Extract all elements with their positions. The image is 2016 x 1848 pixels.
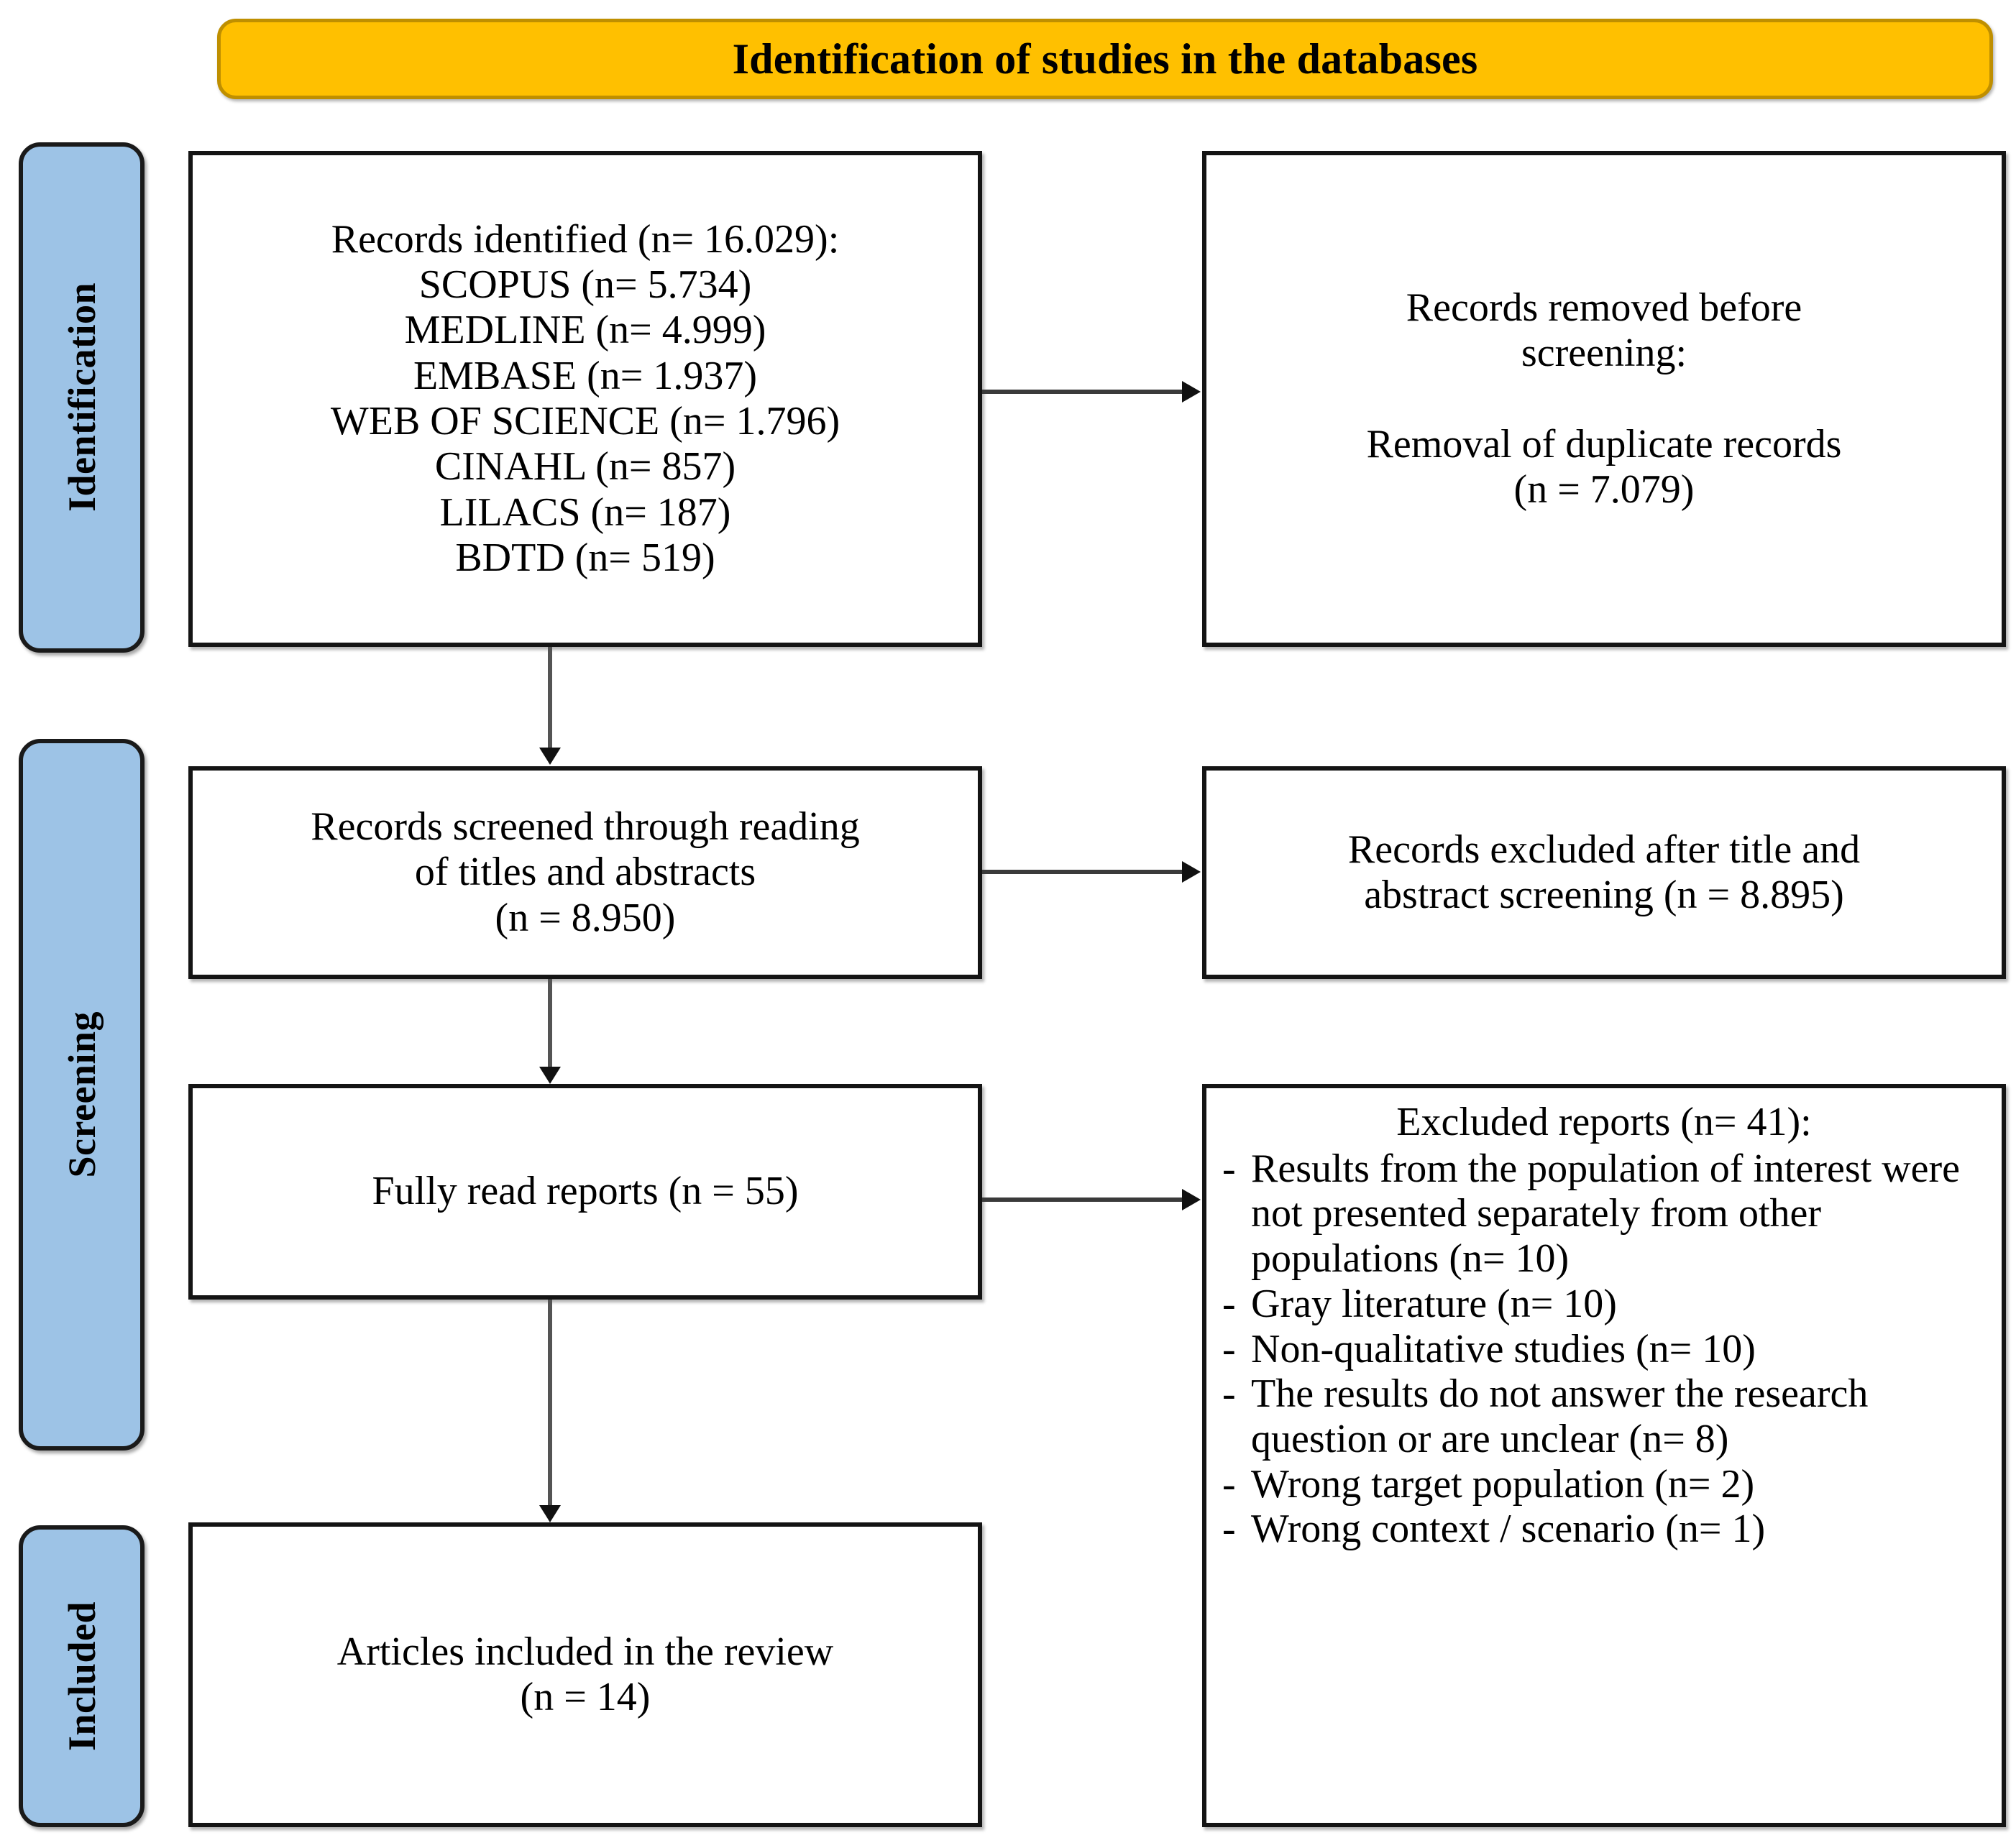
stage-label-identification: Identification — [60, 282, 104, 512]
box-records-removed: Records removed before screening: Remova… — [1202, 151, 2006, 647]
arrowhead-fullyread-to-excludedreports — [1182, 1189, 1201, 1210]
excluded-reason-text: Wrong target population (n= 2) — [1251, 1461, 1755, 1507]
banner-title: Identification of studies in the databas… — [732, 35, 1478, 83]
records-removed-text: Records removed before screening: Remova… — [1366, 285, 1842, 512]
bullet-dash-icon: - — [1222, 1461, 1236, 1507]
excluded-reason-item: - Results from the population of interes… — [1222, 1146, 1986, 1282]
bullet-dash-icon: - — [1222, 1146, 1236, 1191]
connector-fullyread-to-included — [548, 1300, 552, 1505]
bullet-dash-icon: - — [1222, 1281, 1236, 1326]
excluded-reason-item: - Wrong target population (n= 2) — [1222, 1462, 1986, 1507]
stage-label-screening: Screening — [60, 1011, 104, 1178]
fully-read-reports-text: Fully read reports (n = 55) — [372, 1169, 799, 1214]
excluded-reports-list: Excluded reports (n= 41): - Results from… — [1206, 1088, 2002, 1552]
records-excluded-title-abstract-text: Records excluded after title and abstrac… — [1347, 827, 1861, 917]
box-fully-read-reports: Fully read reports (n = 55) — [188, 1084, 982, 1300]
connector-screened-to-fullyread — [548, 979, 552, 1067]
connector-identified-to-removed — [982, 390, 1182, 394]
stage-rail-screening: Screening — [19, 739, 145, 1451]
excluded-reason-text: Results from the population of interest … — [1251, 1146, 1960, 1282]
box-records-identified: Records identified (n= 16.029): SCOPUS (… — [188, 151, 982, 647]
excluded-reason-text: Non-qualitative studies (n= 10) — [1251, 1326, 1756, 1371]
stage-rail-included: Included — [19, 1525, 145, 1827]
excluded-reason-text: The results do not answer the research q… — [1251, 1371, 1869, 1462]
records-identified-text: Records identified (n= 16.029): SCOPUS (… — [330, 216, 840, 580]
box-records-screened: Records screened through reading of titl… — [188, 766, 982, 979]
bullet-dash-icon: - — [1222, 1507, 1236, 1552]
records-screened-text: Records screened through reading of titl… — [311, 804, 860, 940]
arrowhead-identified-to-screened — [539, 748, 561, 765]
connector-fullyread-to-excludedreports — [982, 1197, 1182, 1202]
arrowhead-fullyread-to-included — [539, 1505, 561, 1522]
stage-rail-identification: Identification — [19, 142, 145, 653]
arrowhead-screened-to-excluded — [1182, 861, 1201, 883]
articles-included-text: Articles included in the review (n = 14) — [336, 1629, 834, 1719]
excluded-reason-item: - The results do not answer the research… — [1222, 1371, 1986, 1461]
stage-label-included: Included — [60, 1601, 104, 1752]
excluded-reports-heading: Excluded reports (n= 41): — [1396, 1100, 1812, 1144]
identification-banner: Identification of studies in the databas… — [217, 19, 1993, 99]
bullet-dash-icon: - — [1222, 1326, 1236, 1371]
excluded-reason-item: - Wrong context / scenario (n= 1) — [1222, 1507, 1986, 1552]
excluded-reason-text: Gray literature (n= 10) — [1251, 1281, 1617, 1326]
arrowhead-screened-to-fullyread — [539, 1067, 561, 1084]
excluded-reason-text: Wrong context / scenario (n= 1) — [1251, 1507, 1766, 1552]
box-records-excluded-title-abstract: Records excluded after title and abstrac… — [1202, 766, 2006, 979]
arrowhead-identified-to-removed — [1182, 381, 1201, 403]
connector-screened-to-excluded — [982, 870, 1182, 874]
bullet-dash-icon: - — [1222, 1371, 1236, 1417]
excluded-reason-item: - Gray literature (n= 10) — [1222, 1282, 1986, 1327]
box-excluded-reports: Excluded reports (n= 41): - Results from… — [1202, 1084, 2006, 1827]
connector-identified-to-screened — [548, 647, 552, 748]
excluded-reason-item: - Non-qualitative studies (n= 10) — [1222, 1327, 1986, 1372]
box-articles-included: Articles included in the review (n = 14) — [188, 1522, 982, 1827]
